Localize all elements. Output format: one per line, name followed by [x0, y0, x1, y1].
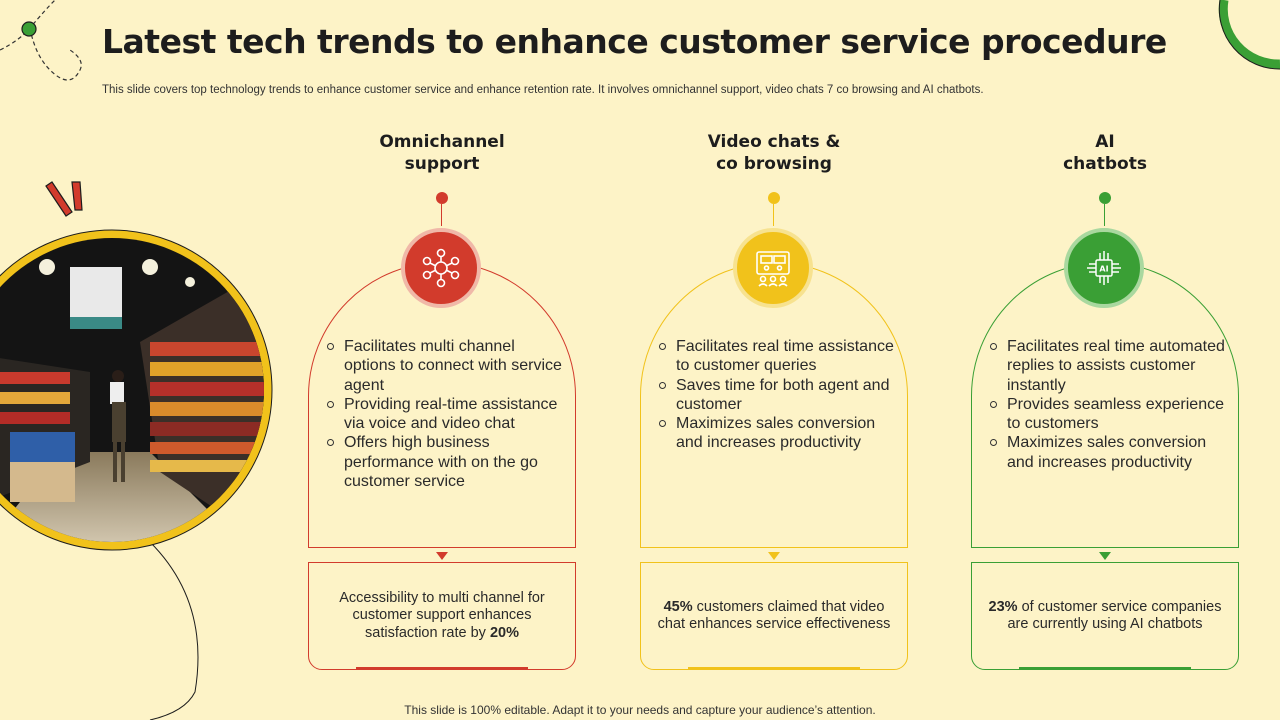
icon-badge: AI: [1064, 228, 1144, 308]
column-title-ai-chatbots: AI chatbots: [1063, 132, 1147, 174]
list-item: Offers high business performance with on…: [324, 433, 568, 491]
page-subtitle: This slide covers top technology trends …: [102, 84, 984, 96]
list-item: Maximizes sales conversion and increases…: [656, 414, 900, 453]
footer-note: This slide is 100% editable. Adapt it to…: [404, 703, 876, 717]
bullet-list: Facilitates real time automated replies …: [987, 337, 1231, 472]
connector-dot: [436, 192, 448, 204]
pointer-triangle: [1099, 552, 1111, 560]
page-title: Latest tech trends to enhance customer s…: [102, 22, 1167, 61]
stat-box: 23% of customer service companies are cu…: [971, 562, 1239, 670]
list-item: Provides seamless experience to customer…: [987, 395, 1231, 434]
stat-underline: [1019, 667, 1191, 670]
stat-underline: [688, 667, 860, 670]
stat-box: 45% customers claimed that video chat en…: [640, 562, 908, 670]
svg-text:AI: AI: [1099, 265, 1108, 274]
stat-text: 23% of customer service companies are cu…: [988, 598, 1222, 633]
bullet-list: Facilitates multi channel options to con…: [324, 337, 568, 491]
bullet-list: Facilitates real time assistance to cust…: [656, 337, 900, 453]
icon-badge: [401, 228, 481, 308]
connector-line: [773, 204, 774, 226]
list-item: Saves time for both agent and customer: [656, 376, 900, 415]
pointer-triangle: [768, 552, 780, 560]
column-title-video-chats: Video chats & co browsing: [707, 132, 841, 174]
stat-text: 45% customers claimed that video chat en…: [657, 598, 891, 633]
decorative-green-ring: [1218, 0, 1280, 70]
omnichannel-network-icon: [422, 248, 460, 288]
connector-line: [1104, 204, 1105, 226]
list-item: Providing real-time assistance via voice…: [324, 395, 568, 434]
ai-chip-icon: AI: [1087, 251, 1121, 285]
connector-dot: [768, 192, 780, 204]
stat-underline: [356, 667, 528, 670]
pointer-triangle: [436, 552, 448, 560]
supermarket-aisle-photo: [0, 229, 273, 720]
connector-dot: [1099, 192, 1111, 204]
stat-text: Accessibility to multi channel for custo…: [339, 589, 545, 641]
icon-badge: [733, 228, 813, 308]
decorative-red-accent: [45, 181, 83, 217]
list-item: Facilitates real time automated replies …: [987, 337, 1231, 395]
video-conference-icon: [756, 251, 790, 287]
list-item: Maximizes sales conversion and increases…: [987, 433, 1231, 472]
list-item: Facilitates multi channel options to con…: [324, 337, 568, 395]
decorative-dashed-curve: [0, 0, 82, 81]
stat-box: Accessibility to multi channel for custo…: [308, 562, 576, 670]
list-item: Facilitates real time assistance to cust…: [656, 337, 900, 376]
connector-line: [441, 204, 442, 226]
column-title-omnichannel: Omnichannel support: [379, 132, 505, 174]
